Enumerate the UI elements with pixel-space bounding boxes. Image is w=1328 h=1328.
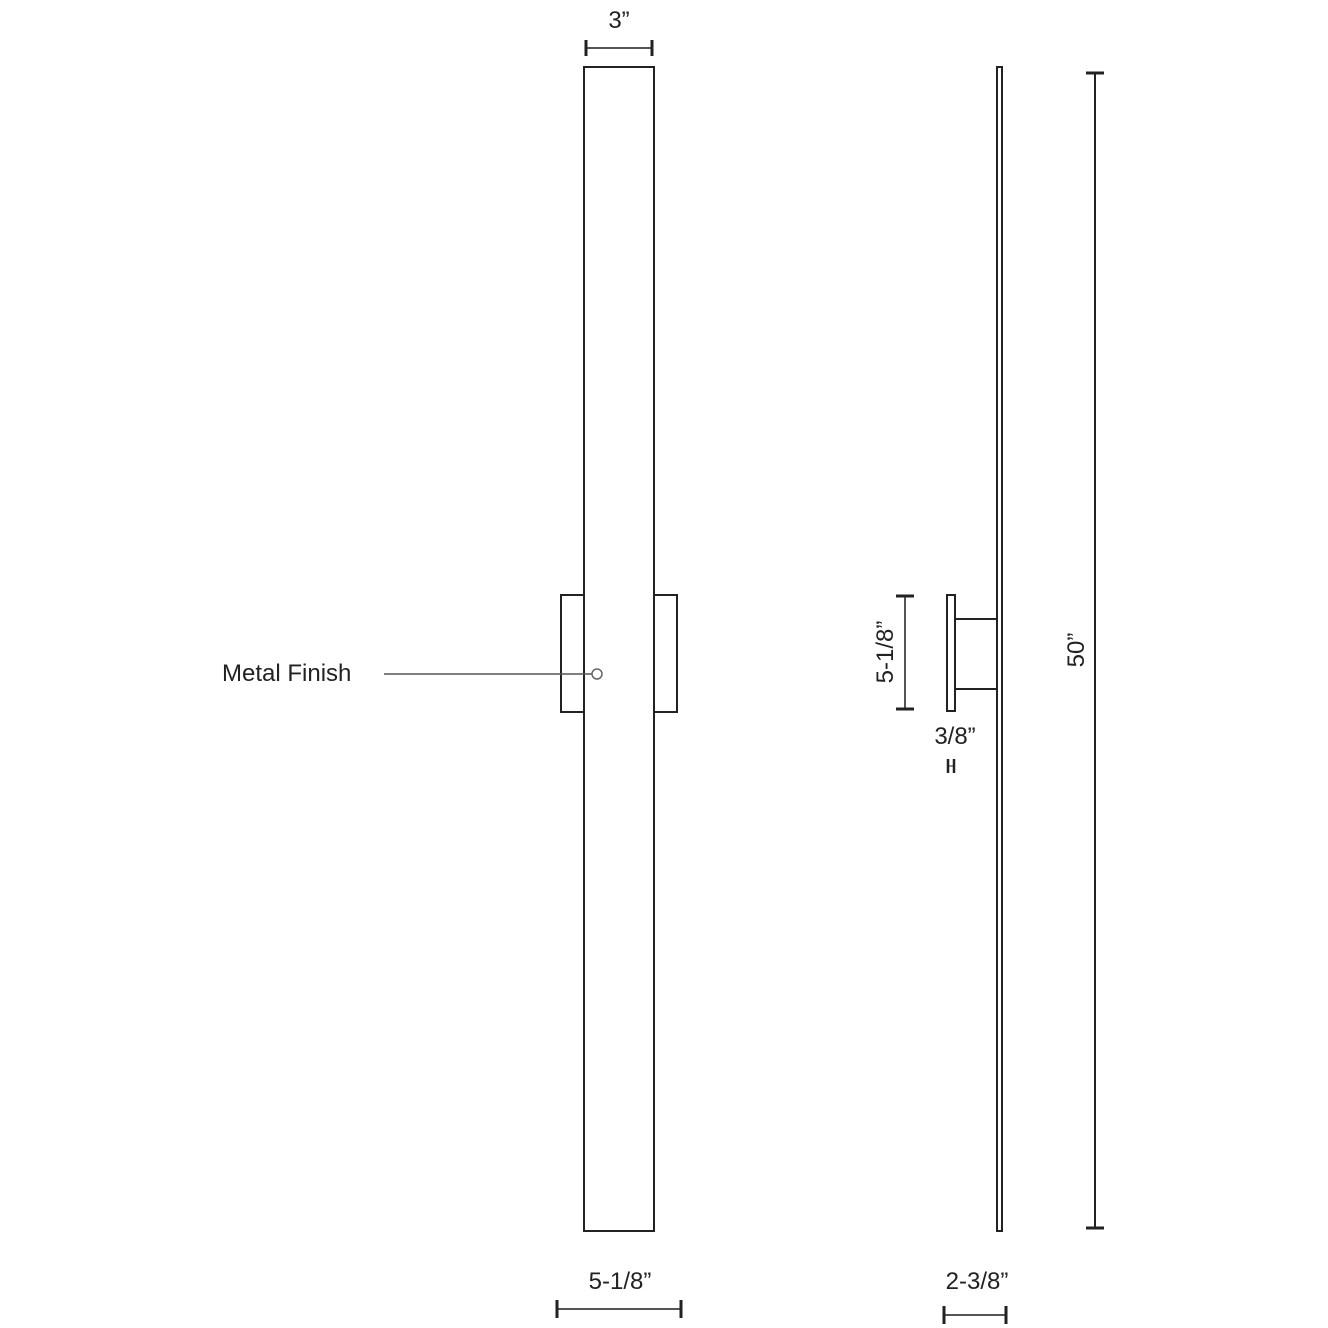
backplate-height-dimension xyxy=(896,594,914,711)
backplate-depth-marker xyxy=(946,759,956,773)
bottom-width-dimension xyxy=(555,1300,683,1318)
backplate-profile xyxy=(946,594,956,712)
side-bar-profile xyxy=(996,66,1003,1232)
backplate-height-label: 5-1/8” xyxy=(872,621,899,684)
callout-label: Metal Finish xyxy=(222,660,351,687)
front-view xyxy=(384,40,683,1318)
overall-height-label: 50” xyxy=(1063,633,1090,668)
top-width-label: 3” xyxy=(608,7,629,34)
left-mount-bracket xyxy=(560,594,585,713)
overall-height-dimension xyxy=(1086,71,1104,1230)
side-view xyxy=(896,66,1104,1324)
callout-point xyxy=(591,668,603,680)
backplate-depth-label: 3/8” xyxy=(934,723,975,750)
bottom-width-label: 5-1/8” xyxy=(589,1268,652,1295)
overall-depth-label: 2-3/8” xyxy=(946,1268,1009,1295)
right-mount-bracket xyxy=(653,594,678,713)
overall-depth-dimension xyxy=(942,1306,1008,1324)
top-width-dimension xyxy=(584,40,654,56)
light-bar-body xyxy=(583,66,655,1232)
